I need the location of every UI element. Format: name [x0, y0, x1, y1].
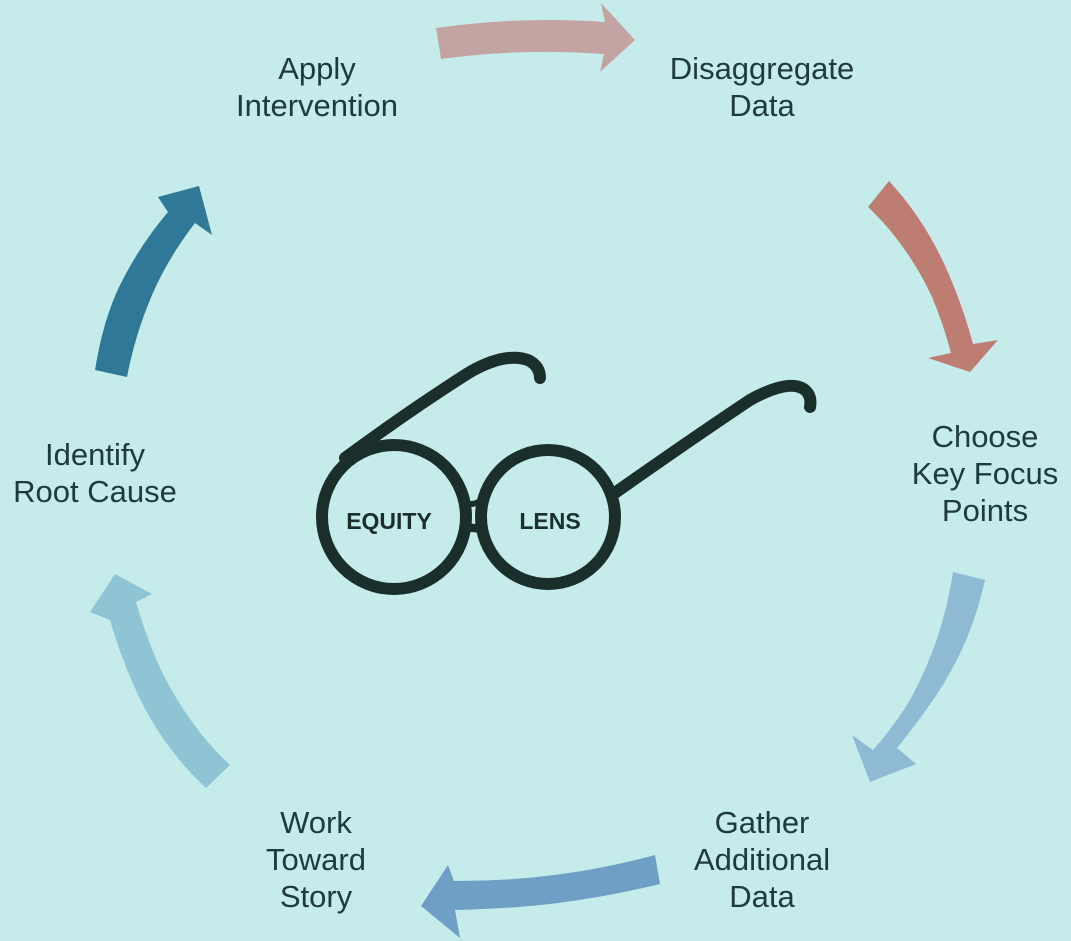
glasses-right-lens [475, 444, 621, 590]
step-label-gather-additional-data: Gather Additional Data [662, 804, 862, 915]
step-label-line: Intervention [236, 88, 398, 123]
glasses-label-equity: EQUITY [346, 508, 432, 534]
step-label-line: Story [279, 879, 353, 914]
step-label-work-toward-story: Work Toward Story [236, 804, 396, 915]
arrow-gather-to-work [421, 855, 660, 938]
glasses-right-arm [606, 379, 817, 501]
step-label-choose-key-focus-points: Choose Key Focus Points [895, 418, 1071, 529]
step-label-line: Data [729, 879, 795, 914]
arrow-identify-to-apply [95, 186, 212, 377]
arrow-work-to-identify [90, 574, 230, 788]
glasses-left-arm [339, 351, 546, 464]
glasses-bridge [460, 497, 482, 534]
step-label-line: Data [729, 88, 795, 123]
step-label-line: Key Focus [911, 456, 1059, 491]
step-label-line: Toward [266, 842, 366, 877]
step-label-line: Gather [714, 805, 810, 840]
glasses-left-lens [316, 439, 472, 595]
step-label-line: Root Cause [13, 474, 177, 509]
arrow-apply-to-disaggregate [436, 3, 635, 72]
step-label-line: Identify [45, 437, 145, 472]
glasses-label-lens: LENS [519, 508, 580, 534]
step-label-apply-intervention: Apply Intervention [212, 50, 422, 124]
arrow-choose-to-gather [852, 572, 985, 782]
step-label-line: Choose [931, 419, 1039, 454]
step-label-line: Apply [278, 51, 356, 86]
step-label-identify-root-cause: Identify Root Cause [0, 436, 190, 510]
step-label-disaggregate-data: Disaggregate Data [642, 50, 882, 124]
step-label-line: Work [280, 805, 352, 840]
step-label-line: Additional [693, 842, 831, 877]
step-label-line: Points [941, 493, 1029, 528]
step-label-line: Disaggregate [669, 51, 855, 86]
arrow-disaggregate-to-choose [868, 181, 998, 372]
